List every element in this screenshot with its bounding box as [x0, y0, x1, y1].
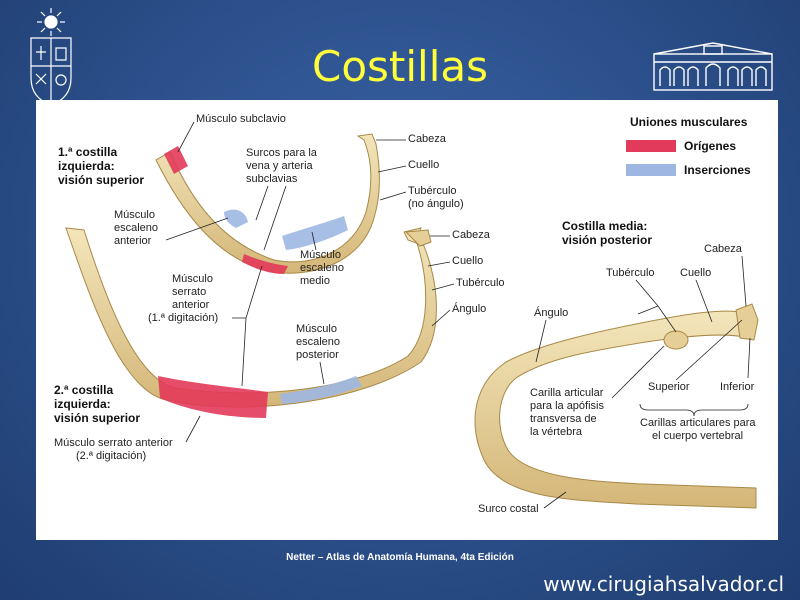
svg-text:2.ª costilla: 2.ª costilla [54, 383, 113, 397]
svg-text:1.ª costilla: 1.ª costilla [58, 145, 117, 159]
svg-text:anterior: anterior [114, 235, 152, 247]
svg-text:izquierda:: izquierda: [54, 397, 111, 411]
svg-text:Costilla media:: Costilla media: [562, 219, 647, 233]
label-cuello-3: Cuello [680, 267, 711, 279]
svg-text:Músculo: Músculo [296, 323, 337, 335]
svg-text:medio: medio [300, 275, 330, 287]
subclavio-origin [164, 146, 188, 174]
legend: Uniones musculares Orígenes Inserciones [626, 115, 751, 177]
legend-origin-swatch [626, 140, 676, 152]
serrato-anterior-2-origin [158, 376, 268, 418]
label-inferior: Inferior [720, 381, 755, 393]
label-cuello-2: Cuello [452, 255, 483, 267]
label-musculo-subclavio: Músculo subclavio [196, 113, 286, 125]
svg-text:Tubérculo: Tubérculo [408, 185, 457, 197]
second-rib-heading: 2.ª costilla izquierda: visión superior [54, 383, 140, 425]
label-tuberculo-2: Tubérculo [456, 277, 505, 289]
escaleno-anterior-insertion [224, 209, 248, 228]
university-crest-icon [30, 8, 72, 106]
svg-text:el cuerpo vertebral: el cuerpo vertebral [652, 430, 743, 442]
label-carillas-cuerpo: Carillas articulares para el cuerpo vert… [640, 417, 756, 442]
svg-text:visión posterior: visión posterior [562, 233, 652, 247]
first-rib-heading: 1.ª costilla izquierda: visión superior [58, 145, 144, 187]
legend-insertion-swatch [626, 164, 676, 176]
svg-text:(2.ª digitación): (2.ª digitación) [76, 450, 146, 462]
building-logo-icon [653, 42, 773, 91]
svg-text:(1.ª digitación): (1.ª digitación) [148, 312, 218, 324]
escaleno-posterior-insertion [280, 376, 362, 404]
svg-text:anterior: anterior [172, 299, 210, 311]
label-escaleno-anterior: Músculo escaleno anterior [114, 209, 158, 247]
legend-insertions: Inserciones [684, 163, 751, 177]
serrato-anterior-1-origin [242, 254, 288, 274]
label-escaleno-medio: Músculo escaleno medio [300, 249, 344, 287]
svg-text:posterior: posterior [296, 349, 339, 361]
svg-text:Surcos para la: Surcos para la [246, 147, 318, 159]
svg-text:transversa de: transversa de [530, 413, 597, 425]
legend-origins: Orígenes [684, 139, 736, 153]
source-caption: Netter – Atlas de Anatomía Humana, 4ta E… [286, 552, 514, 563]
label-cabeza-1: Cabeza [408, 133, 447, 145]
label-cabeza-3: Cabeza [704, 243, 743, 255]
svg-text:escaleno: escaleno [300, 262, 344, 274]
middle-rib-heading: Costilla media: visión posterior [562, 219, 652, 247]
website-link[interactable]: www.cirugiahsalvador.cl [543, 572, 784, 596]
svg-text:serrato: serrato [172, 286, 206, 298]
label-tuberculo-3: Tubérculo [606, 267, 655, 279]
label-serrato-2: Músculo serrato anterior (2.ª digitación… [54, 437, 173, 462]
svg-text:Músculo: Músculo [114, 209, 155, 221]
diagram-panel: Uniones musculares Orígenes Inserciones … [36, 100, 778, 540]
rib-diagram: Uniones musculares Orígenes Inserciones … [54, 113, 759, 515]
label-angulo-3: Ángulo [534, 306, 568, 319]
label-surco-costal: Surco costal [478, 503, 539, 515]
svg-text:vena y arteria: vena y arteria [246, 160, 314, 172]
label-escaleno-posterior: Músculo escaleno posterior [296, 323, 340, 361]
slide-title: Costillas [312, 42, 488, 91]
label-surcos: Surcos para la vena y arteria subclavias [246, 147, 318, 185]
legend-title: Uniones musculares [630, 115, 748, 129]
label-cabeza-2: Cabeza [452, 229, 491, 241]
svg-text:escaleno: escaleno [114, 222, 158, 234]
svg-text:escaleno: escaleno [296, 336, 340, 348]
svg-text:la vértebra: la vértebra [530, 426, 583, 438]
label-superior: Superior [648, 381, 690, 393]
label-tuberculo-1: Tubérculo (no ángulo) [408, 185, 464, 210]
label-serrato-1: Músculo serrato anterior (1.ª digitación… [148, 273, 218, 324]
svg-text:Carillas articulares para: Carillas articulares para [640, 417, 756, 429]
escaleno-medio-insertion [282, 216, 348, 250]
svg-text:izquierda:: izquierda: [58, 159, 115, 173]
svg-text:visión superior: visión superior [58, 173, 144, 187]
label-carilla-apofisis: Carilla articular para la apófisis trans… [530, 387, 604, 438]
label-cuello-1: Cuello [408, 159, 439, 171]
svg-text:visión superior: visión superior [54, 411, 140, 425]
svg-text:Músculo serrato anterior: Músculo serrato anterior [54, 437, 173, 449]
svg-text:Carilla articular: Carilla articular [530, 387, 604, 399]
middle-rib-bone [474, 303, 759, 509]
svg-text:subclavias: subclavias [246, 173, 298, 185]
svg-text:(no ángulo): (no ángulo) [408, 198, 464, 210]
label-angulo-2: Ángulo [452, 302, 486, 315]
svg-text:para la apófisis: para la apófisis [530, 400, 604, 412]
svg-text:Músculo: Músculo [172, 273, 213, 285]
svg-text:Músculo: Músculo [300, 249, 341, 261]
